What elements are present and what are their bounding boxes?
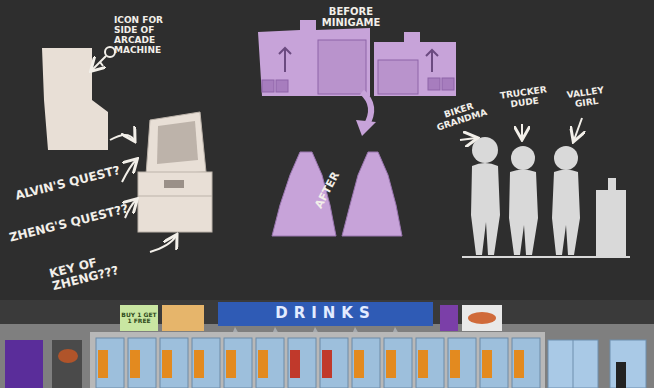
title-option: ZHENG'S QUEST?? (8, 198, 147, 245)
curved-arrow-head (356, 120, 376, 136)
fridge-door (256, 338, 284, 388)
fridge-door (448, 338, 476, 388)
character-name: TRUCKER DUDE (498, 85, 550, 112)
can-stack (162, 350, 172, 378)
can-stack (482, 350, 492, 378)
fridge-door (416, 338, 444, 388)
before-details (262, 40, 454, 94)
can-stack (290, 350, 300, 378)
state-label: BEFORE MINIGAME (318, 6, 384, 28)
fridge-door (512, 338, 540, 388)
up-arrows (279, 48, 438, 72)
fridge-door (384, 338, 412, 388)
title-option: ALVIN'S QUEST? (14, 159, 143, 203)
fridge-door (96, 338, 124, 388)
drinks-banner: DRINKS (218, 302, 433, 326)
character-name: BIKER GRANDMA (428, 97, 493, 135)
node-text: BUY 1 GET 1 FREE (120, 312, 158, 325)
can-stack (98, 350, 108, 378)
node-text: DRINKS (275, 306, 376, 322)
after-pyramids (272, 152, 402, 236)
before-shapes (258, 20, 456, 96)
arcade-side-icon (42, 48, 108, 150)
store-strip (0, 300, 654, 388)
fridges (96, 338, 540, 388)
can-stack (322, 350, 332, 378)
fridge-door (480, 338, 508, 388)
arcade-machine (138, 112, 212, 232)
can-stack (194, 350, 204, 378)
leader-arrows (110, 135, 176, 252)
can-stack (514, 350, 524, 378)
fridge-door (352, 338, 380, 388)
key-arrow (92, 47, 115, 70)
can-stack (258, 350, 268, 378)
fridge-door (224, 338, 252, 388)
promo-sign: BUY 1 GET 1 FREE (120, 305, 158, 331)
can-stack (450, 350, 460, 378)
fridge-door (160, 338, 188, 388)
fridge-door (128, 338, 156, 388)
can-stack (386, 350, 396, 378)
can-stack (226, 350, 236, 378)
fridge-door (320, 338, 348, 388)
npc-figures (471, 137, 626, 256)
note-label: ICON FOR SIDE OF ARCADE MACHINE (114, 16, 176, 56)
figure-leaders (460, 118, 582, 140)
can-stack (418, 350, 428, 378)
fridge-door (192, 338, 220, 388)
state-label: AFTER (313, 152, 352, 211)
can-stack (354, 350, 364, 378)
can-stack (130, 350, 140, 378)
fridge-door (288, 338, 316, 388)
title-option: KEY OF ZHENG??? (48, 247, 137, 293)
ground-line (462, 256, 630, 258)
character-name: VALLEY GIRL (560, 85, 612, 112)
